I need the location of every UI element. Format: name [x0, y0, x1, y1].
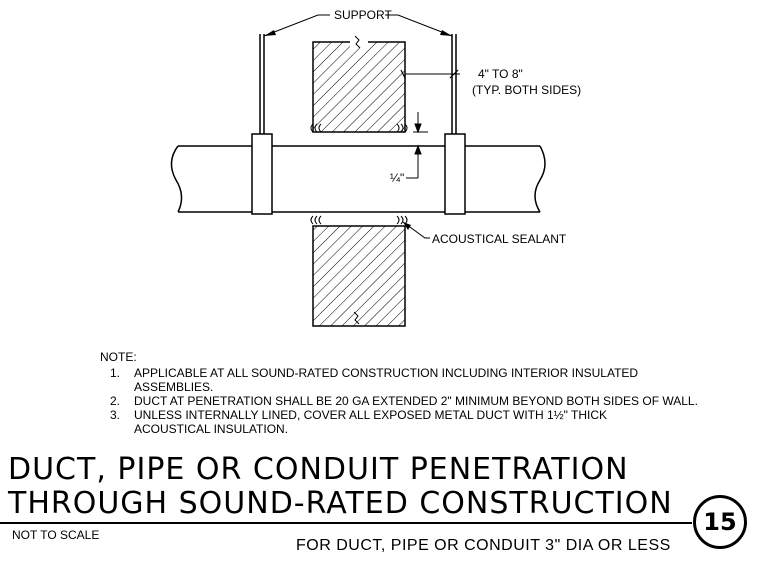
support-right: [444, 34, 466, 215]
detail-title-line-1: DUCT, PIPE OR CONDUIT PENETRATION: [8, 452, 629, 487]
note-text: DUCT AT PENETRATION SHALL BE 20 GA EXTEN…: [134, 394, 698, 408]
gap-label: ¼": [390, 171, 404, 185]
support-callout: SUPPORT: [263, 8, 453, 37]
note-item: 1. APPLICABLE AT ALL SOUND-RATED CONSTRU…: [100, 366, 700, 394]
thickness-note: (TYP. BOTH SIDES): [472, 83, 581, 97]
thickness-label: 4" TO 8": [478, 67, 523, 81]
sealant-label: ACOUSTICAL SEALANT: [432, 232, 567, 246]
notes-block: NOTE: 1. APPLICABLE AT ALL SOUND-RATED C…: [100, 350, 700, 436]
support-label: SUPPORT: [334, 8, 392, 22]
note-text: APPLICABLE AT ALL SOUND-RATED CONSTRUCTI…: [134, 366, 639, 394]
note-number: 3.: [110, 408, 121, 422]
title-rule: [0, 522, 692, 524]
detail-subtitle: FOR DUCT, PIPE OR CONDUIT 3" DIA OR LESS: [296, 537, 671, 554]
duct: [170, 145, 546, 213]
gap-dimension: [406, 112, 428, 179]
lower-wall: [312, 225, 406, 327]
note-item: 3. UNLESS INTERNALLY LINED, COVER ALL EX…: [100, 408, 700, 436]
sealant-callout: ACOUSTICAL SEALANT: [402, 221, 567, 246]
note-number: 1.: [110, 366, 121, 380]
detail-title-line-2: THROUGH SOUND-RATED CONSTRUCTION: [8, 486, 673, 521]
note-text: UNLESS INTERNALLY LINED, COVER ALL EXPOS…: [134, 408, 608, 436]
notes-heading: NOTE:: [100, 350, 137, 364]
note-item: 2. DUCT AT PENETRATION SHALL BE 20 GA EX…: [100, 394, 700, 408]
detail-number-badge: 15: [693, 495, 747, 549]
thickness-callout: 4" TO 8" (TYP. BOTH SIDES): [400, 67, 581, 97]
upper-wall: [312, 32, 406, 133]
note-number: 2.: [110, 394, 121, 408]
support-left: [251, 34, 273, 215]
sealant-marks: [310, 123, 408, 225]
scale-note: NOT TO SCALE: [12, 528, 100, 542]
